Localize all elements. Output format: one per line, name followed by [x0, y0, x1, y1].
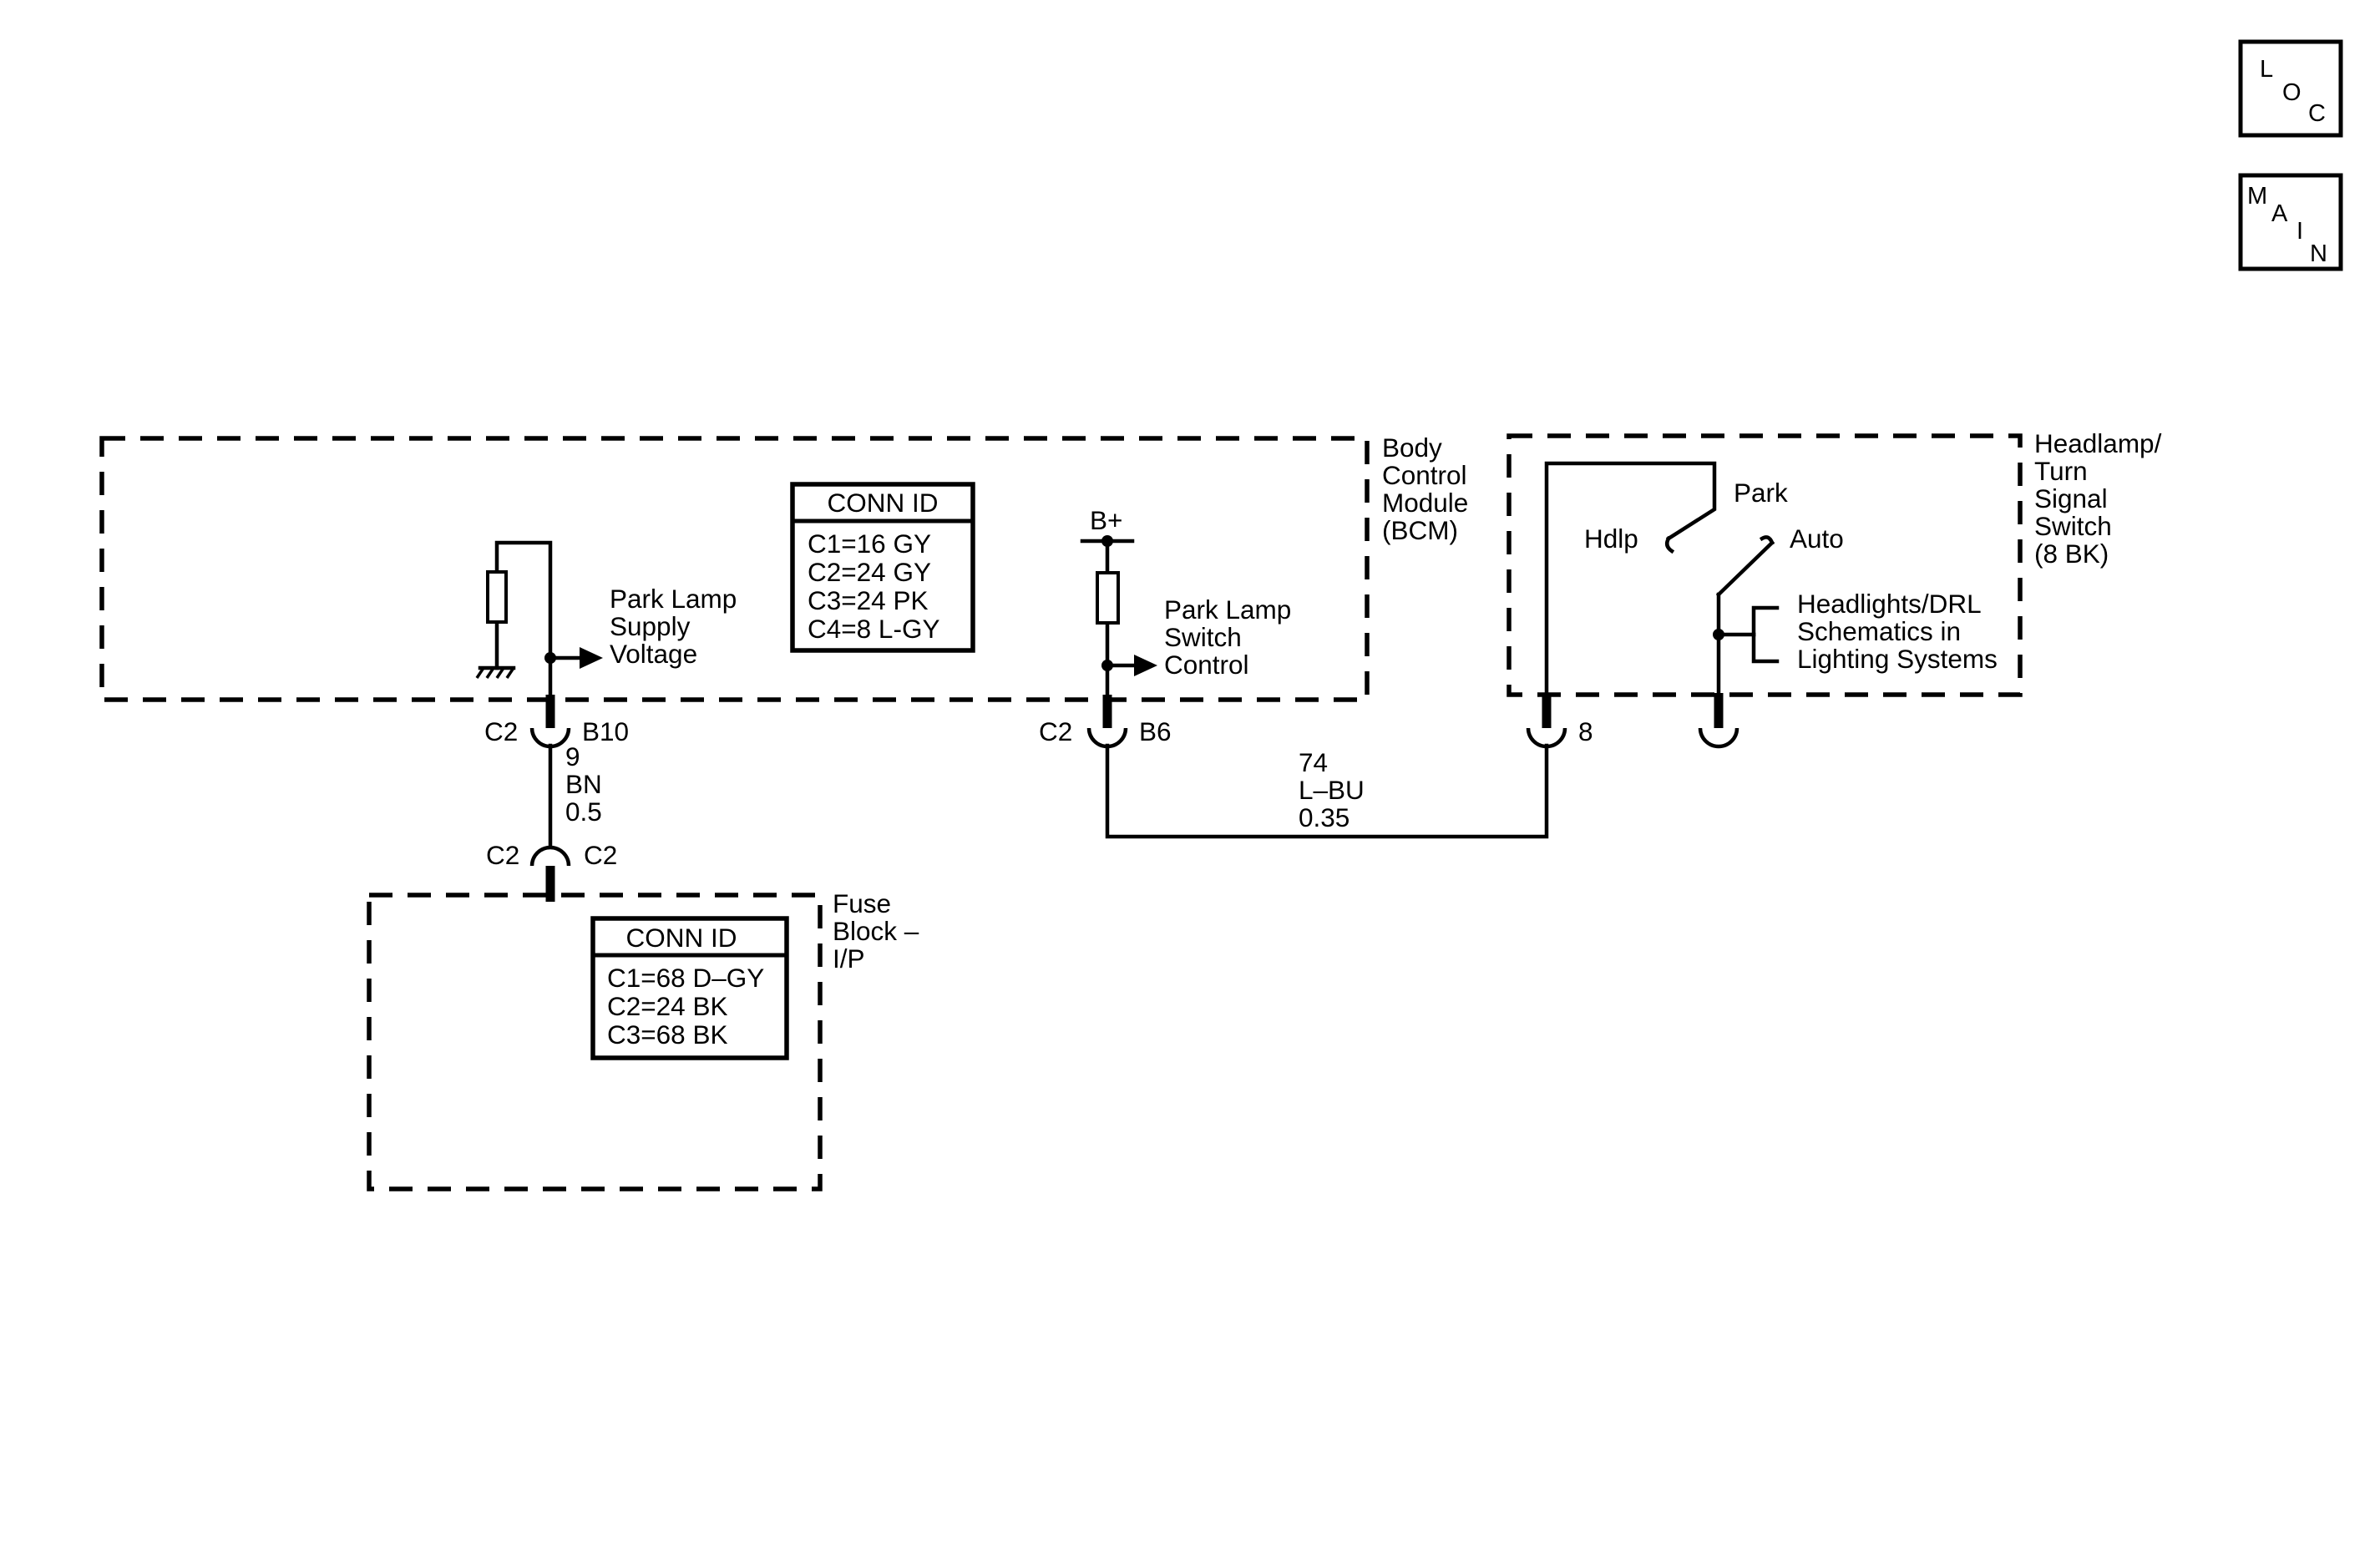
- bcm-conn-id-row-1: C1=16 GY: [808, 529, 931, 559]
- switch-label-line-5: (8 BK): [2034, 539, 2109, 569]
- fuse-block-outline: [367, 893, 823, 1191]
- park-lamp-switch-control-circuit: B+ Park Lamp Switch Control: [1080, 505, 1291, 708]
- fuse-block-conn-id-table: CONN ID C1=68 D–GY C2=24 BK C3=68 BK: [590, 916, 789, 1060]
- fuse-block-ip: Fuse Block – I/P CONN ID C1=68 D–GY C2=2…: [367, 888, 919, 1191]
- fuse-block-label-line-2: Block –: [833, 916, 919, 946]
- wire-gauge: 0.5: [565, 797, 602, 827]
- reference-line-3: Lighting Systems: [1797, 644, 1998, 674]
- wire-circuit-number: 74: [1299, 747, 1328, 777]
- resistor-symbol: [1096, 571, 1120, 625]
- connector-label-left: C2: [486, 840, 519, 870]
- bcm-conn-id-row-4: C4=8 L-GY: [808, 614, 939, 644]
- connector-fuse-block-c2: C2 C2: [486, 840, 617, 902]
- fuse-conn-id-row-3: C3=68 BK: [607, 1019, 727, 1050]
- headlamp-turn-signal-switch: Headlamp/ Turn Signal Switch (8 BK) Park…: [1506, 428, 2162, 708]
- hdlp-position-label: Hdlp: [1584, 524, 1638, 554]
- bcm-conn-id-title: CONN ID: [828, 488, 939, 518]
- park-position-label: Park: [1734, 478, 1788, 508]
- switch-label-line-3: Signal: [2034, 483, 2108, 513]
- park-lamp-supply-circuit: Park Lamp Supply Voltage: [475, 540, 737, 708]
- fuse-conn-id-title: CONN ID: [626, 923, 737, 953]
- connector-label: C2: [1039, 716, 1072, 746]
- fuse-block-label-line-1: Fuse: [833, 888, 891, 918]
- supply-label-line-3: Voltage: [610, 639, 697, 669]
- switch-label-line-3: Control: [1164, 650, 1249, 680]
- switch-label-line-2: Switch: [1164, 622, 1242, 652]
- loc-button[interactable]: L O C: [2238, 39, 2343, 138]
- fuse-conn-id-row-2: C2=24 BK: [607, 991, 727, 1021]
- connector-pin-8: 8: [1526, 693, 1593, 749]
- output-arrow-icon: [580, 647, 603, 669]
- wire-74-l-bu: 74 L–BU 0.35: [1105, 743, 1549, 839]
- main-letter-4: N: [2310, 240, 2327, 267]
- supply-label-line-1: Park Lamp: [610, 584, 737, 614]
- reference-line-2: Schematics in: [1797, 616, 1961, 646]
- connector-label-right: C2: [584, 840, 617, 870]
- loc-letter-3: C: [2308, 100, 2326, 127]
- connector-c2-b10: C2 B10: [484, 695, 629, 749]
- reference-bracket: [1751, 605, 1780, 664]
- input-arrow-icon: [1134, 655, 1157, 676]
- switch-label-line-1: Headlamp/: [2034, 428, 2162, 458]
- resistor-symbol: [486, 570, 508, 624]
- connector-c2-b6: C2 B6: [1039, 695, 1172, 749]
- bcm-label-line-2: Control: [1382, 460, 1467, 490]
- pin-label: B10: [582, 716, 629, 746]
- body-control-module: Body Control Module (BCM) CONN ID C1=16 …: [99, 432, 1468, 708]
- switch-label-line-1: Park Lamp: [1164, 594, 1291, 625]
- wire-color: L–BU: [1299, 775, 1365, 805]
- fuse-conn-id-row-1: C1=68 D–GY: [607, 963, 764, 993]
- bcm-conn-id-table: CONN ID C1=16 GY C2=24 GY C3=24 PK C4=8 …: [790, 482, 975, 653]
- hdlp-contact: [1664, 535, 1675, 554]
- wire-color: BN: [565, 769, 602, 799]
- wire-circuit-number: 9: [565, 741, 580, 771]
- switch-wiper: [1715, 539, 1775, 598]
- main-letter-3: I: [2296, 218, 2303, 245]
- switch-label-line-2: Turn: [2034, 456, 2088, 486]
- wire-9-bn: 9 BN 0.5: [548, 741, 602, 847]
- loc-letter-1: L: [2260, 56, 2273, 83]
- wire-gauge: 0.35: [1299, 802, 1350, 832]
- bcm-outline: [99, 436, 1370, 702]
- bcm-label-line-4: (BCM): [1382, 515, 1458, 545]
- supply-label-line-2: Supply: [610, 611, 691, 641]
- fuse-block-label-line-3: I/P: [833, 943, 865, 974]
- pin-label: 8: [1578, 716, 1593, 746]
- bcm-label-line-1: Body: [1382, 432, 1442, 463]
- main-button[interactable]: M A I N: [2238, 173, 2343, 271]
- bcm-conn-id-row-3: C3=24 PK: [808, 585, 928, 615]
- switch-label-line-4: Switch: [2034, 511, 2112, 541]
- connector-label: C2: [484, 716, 518, 746]
- auto-position-label: Auto: [1790, 524, 1844, 554]
- loc-letter-2: O: [2282, 79, 2302, 106]
- bcm-label-line-3: Module: [1382, 488, 1468, 518]
- reference-line-1: Headlights/DRL: [1797, 589, 1982, 619]
- main-letter-2: A: [2271, 200, 2288, 227]
- bcm-conn-id-row-2: C2=24 GY: [808, 557, 931, 587]
- bplus-label: B+: [1090, 505, 1122, 535]
- main-letter-1: M: [2247, 183, 2267, 210]
- connector-auto-output: [1698, 693, 1739, 749]
- pin-label: B6: [1139, 716, 1172, 746]
